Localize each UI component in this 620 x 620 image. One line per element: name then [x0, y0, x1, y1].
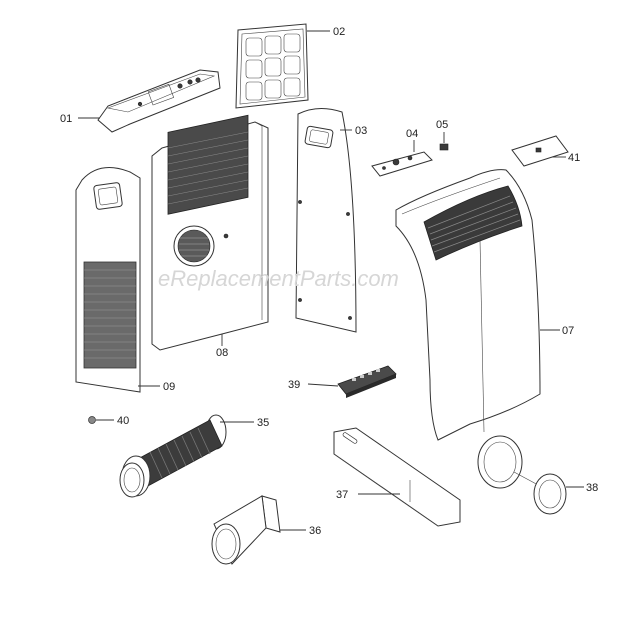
part-35-exhaust-hose — [119, 414, 254, 498]
part-41-label-plate — [511, 135, 569, 167]
callout-41: 41 — [568, 152, 580, 164]
callout-07: 07 — [562, 325, 574, 337]
part-36-window-adapter — [211, 495, 306, 565]
callout-39: 39 — [288, 379, 300, 391]
part-09-left-side-panel — [75, 167, 160, 393]
callout-38: 38 — [586, 482, 598, 494]
part-38-connector-rings — [477, 435, 584, 515]
callout-02: 02 — [333, 26, 345, 38]
callout-03: 03 — [355, 125, 367, 137]
callout-40: 40 — [117, 415, 129, 427]
callout-01: 01 — [60, 113, 72, 125]
part-37-window-slide-kit — [333, 427, 461, 527]
part-07-front-cover — [395, 169, 560, 441]
part-40-small-cap — [88, 416, 114, 424]
callout-08: 08 — [216, 347, 228, 359]
part-08-rear-frame — [151, 114, 269, 351]
part-02-filter — [235, 23, 330, 109]
part-05-small-component — [439, 132, 449, 151]
part-01-control-panel — [78, 69, 221, 133]
callout-36: 36 — [309, 525, 321, 537]
watermark-text: eReplacementParts.com — [158, 266, 399, 291]
callout-09: 09 — [163, 381, 175, 393]
part-03-right-side-panel — [295, 108, 357, 333]
part-39-remote-control — [307, 365, 397, 398]
callout-05: 05 — [436, 119, 448, 131]
callout-37: 37 — [336, 489, 348, 501]
callout-04: 04 — [406, 128, 418, 140]
callout-35: 35 — [257, 417, 269, 429]
part-04-control-board — [371, 140, 433, 177]
